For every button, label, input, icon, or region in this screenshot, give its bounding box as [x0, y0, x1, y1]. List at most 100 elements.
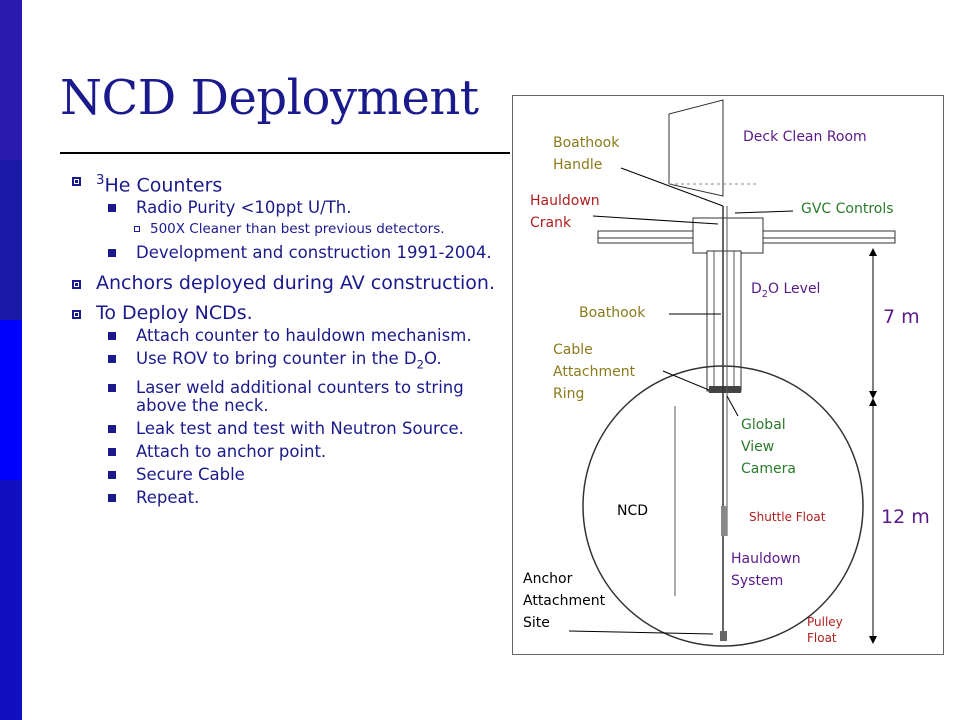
- label-text: O Level: [768, 281, 821, 297]
- bullet-text: Repeat.: [136, 487, 200, 507]
- label-line: Site: [523, 615, 550, 631]
- label-global-view-camera: Global View Camera: [741, 414, 796, 480]
- label-deck-clean-room: Deck Clean Room: [743, 129, 867, 145]
- label-line: Camera: [741, 461, 796, 477]
- bullet-leak-test: Leak test and test with Neutron Source.: [72, 418, 502, 438]
- label-shuttle-float: Shuttle Float: [749, 510, 826, 524]
- bullet-he3-counters: 3He Counters: [72, 170, 502, 196]
- page-title: NCD Deployment: [60, 70, 479, 126]
- bullet-text: Radio Purity <10ppt U/Th.: [136, 198, 352, 218]
- leader-line: [726, 395, 739, 417]
- subscript-2: 2: [416, 357, 424, 372]
- bullet-list: 3He Counters Radio Purity <10ppt U/Th. 5…: [72, 170, 502, 512]
- leader-line: [620, 167, 724, 207]
- square-bullet-icon: [72, 280, 81, 290]
- arrow-head: [869, 248, 877, 256]
- sidebar-segment: [0, 320, 22, 480]
- leader-line: [592, 215, 719, 225]
- label-line: Crank: [530, 215, 572, 231]
- label-line: Handle: [553, 157, 603, 173]
- label-line: View: [741, 439, 775, 455]
- label-line: Cable: [553, 342, 593, 358]
- bullet-text: O.: [424, 349, 442, 369]
- filled-square-bullet-icon: [108, 355, 116, 364]
- neck-tube: [706, 250, 742, 392]
- label-line: Attachment: [553, 364, 636, 380]
- label-line: Boathook: [553, 135, 620, 151]
- label-ncd: NCD: [617, 503, 649, 519]
- sidebar-segment: [0, 480, 22, 720]
- arrow-head: [869, 398, 877, 406]
- square-bullet-icon: [72, 177, 81, 186]
- label-line: Hauldown: [530, 193, 600, 209]
- label-d2o-level: D2O Level: [751, 278, 820, 306]
- diagram-drawing: [568, 99, 896, 647]
- bullet-laser-weld: Laser weld additional counters to string…: [72, 378, 502, 415]
- bullet-text: He Counters: [104, 174, 223, 197]
- filled-square-bullet-icon: [108, 204, 116, 213]
- arrow-head: [869, 391, 877, 399]
- bullet-use-rov: Use ROV to bring counter in the D2O.: [72, 350, 502, 373]
- bullet-text: To Deploy NCDs.: [96, 302, 253, 325]
- title-underline: [60, 152, 510, 154]
- bullet-text: 500X Cleaner than best previous detector…: [150, 221, 445, 238]
- bullet-attach-counter: Attach counter to hauldown mechanism.: [72, 327, 502, 345]
- bullet-text: Secure Cable: [136, 464, 245, 484]
- square-bullet-icon: [72, 310, 81, 320]
- filled-square-bullet-icon: [108, 424, 116, 433]
- sidebar-accent: [0, 0, 22, 720]
- bullet-development: Development and construction 1991-2004.: [72, 244, 502, 262]
- bullet-text: Use ROV to bring counter in the D: [136, 349, 417, 369]
- bullet-cleaner: 500X Cleaner than best previous detector…: [72, 222, 502, 237]
- deck-well-box: [692, 217, 764, 254]
- shuttle-float-shape: [721, 506, 727, 536]
- bullet-text: Development and construction 1991-2004.: [136, 243, 492, 263]
- bullet-text: Attach to anchor point.: [136, 441, 327, 461]
- bullet-to-deploy: To Deploy NCDs.: [72, 303, 502, 324]
- bullet-text: Leak test and test with Neutron Source.: [136, 418, 464, 438]
- bullet-text: Anchors deployed during AV construction.: [96, 272, 495, 295]
- arrow-head: [869, 636, 877, 644]
- leader-line: [662, 370, 710, 391]
- filled-square-bullet-icon: [108, 332, 116, 341]
- deployment-diagram: Boathook Handle Deck Clean Room Hauldown…: [512, 95, 944, 655]
- label-line: Hauldown: [731, 551, 801, 567]
- leader-line: [734, 210, 794, 214]
- leader-line: [568, 630, 714, 635]
- label-line: Attachment: [523, 593, 606, 609]
- label-line: Ring: [553, 386, 585, 402]
- cable-ring-shape: [709, 386, 741, 393]
- label-gvc-controls: GVC Controls: [801, 201, 894, 217]
- label-line: System: [731, 573, 784, 589]
- bullet-secure-cable: Secure Cable: [72, 464, 502, 484]
- subscript-2: 2: [761, 288, 769, 300]
- bullet-anchors: Anchors deployed during AV construction.: [72, 273, 502, 294]
- label-anchor-attachment-site: Anchor Attachment Site: [523, 568, 605, 634]
- bullet-repeat: Repeat.: [72, 487, 502, 507]
- label-boathook: Boathook: [579, 305, 646, 321]
- label-text: D: [751, 281, 762, 297]
- label-line: Anchor: [523, 571, 573, 587]
- label-cable-attachment-ring: Cable Attachment Ring: [553, 339, 635, 405]
- label-hauldown-system: Hauldown System: [731, 548, 801, 592]
- bullet-text: Attach counter to hauldown mechanism.: [136, 326, 472, 346]
- label-line: Global: [741, 417, 786, 433]
- filled-square-bullet-icon: [108, 447, 116, 456]
- filled-square-bullet-icon: [108, 493, 116, 502]
- label-pulley-float: Pulley Float: [807, 614, 843, 646]
- label-line: Float: [807, 631, 837, 645]
- filled-square-bullet-icon: [108, 470, 116, 479]
- bullet-radio-purity: Radio Purity <10ppt U/Th.: [72, 199, 502, 217]
- sidebar-segment: [0, 160, 22, 320]
- measurement-12m: 12 m: [881, 506, 930, 528]
- pulley-float-shape: [720, 631, 727, 641]
- sidebar-segment: [0, 0, 22, 160]
- bullet-attach-anchor: Attach to anchor point.: [72, 441, 502, 461]
- small-square-bullet-icon: [134, 226, 140, 233]
- label-boathook-handle: Boathook Handle: [553, 132, 619, 176]
- superscript-3: 3: [96, 173, 105, 188]
- label-hauldown-crank: Hauldown Crank: [530, 190, 600, 234]
- measurement-7m: 7 m: [883, 306, 920, 328]
- filled-square-bullet-icon: [108, 249, 116, 258]
- deck-clean-room-shape: [668, 99, 724, 197]
